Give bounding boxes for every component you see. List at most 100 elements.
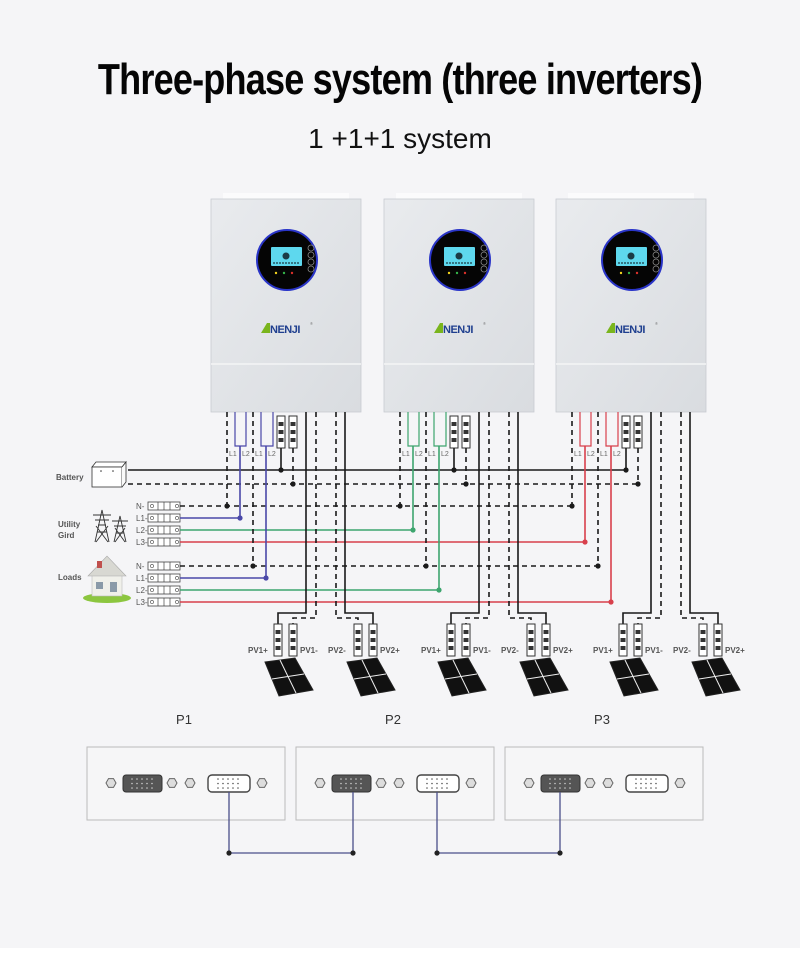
fuse-segment <box>370 630 376 634</box>
output-label-L2: L2 <box>415 451 423 458</box>
pin <box>151 778 153 780</box>
output-loop <box>433 412 447 447</box>
pin <box>441 778 443 780</box>
terminal-screw <box>150 600 154 604</box>
pin <box>222 787 224 789</box>
page-subtitle: 1 +1+1 system <box>308 123 492 154</box>
control-button <box>480 265 488 273</box>
pin <box>554 787 556 789</box>
pin <box>446 782 448 785</box>
pv-cable-PV2- <box>508 412 532 624</box>
pv-label: PV1- <box>300 646 318 655</box>
pv-label: PV2+ <box>553 646 573 655</box>
junction-dot <box>434 850 440 856</box>
pv-cable-PV1+ <box>277 412 307 624</box>
pin <box>446 778 448 780</box>
pin <box>360 778 362 780</box>
lcd-icon <box>627 252 635 260</box>
fuse-segment <box>635 422 641 426</box>
fuse-segment <box>451 438 457 442</box>
pin <box>222 778 224 780</box>
loads-terminal-label-L1: L1- <box>136 574 148 583</box>
status-led <box>455 271 459 275</box>
pin <box>426 787 428 789</box>
fuse-segment <box>700 646 706 650</box>
loads-terminal-label-N: N- <box>136 562 145 571</box>
junction-dot <box>250 563 256 569</box>
pv-cable-PV1+ <box>450 412 480 624</box>
pin <box>640 778 642 780</box>
pin <box>564 782 566 785</box>
junction-dot <box>608 599 614 605</box>
pin <box>151 782 153 785</box>
pin <box>564 787 566 789</box>
pin <box>146 782 148 785</box>
output-label-L1: L1 <box>428 451 436 458</box>
pin <box>640 787 642 789</box>
junction-dot <box>226 850 232 856</box>
fuse-segment <box>700 638 706 642</box>
fuse-segment <box>448 630 454 634</box>
pin <box>436 782 438 785</box>
fuse-segment <box>290 430 296 434</box>
pin <box>136 787 138 789</box>
fuse-segment <box>543 646 549 650</box>
brand-logo-text: NENJI <box>615 324 645 336</box>
pin <box>569 787 571 789</box>
pin <box>350 787 352 789</box>
hex-nut <box>256 778 268 788</box>
fuse-segment <box>448 646 454 650</box>
pin <box>131 778 133 780</box>
solar-panel-icon <box>346 657 396 697</box>
fuse-segment <box>463 430 469 434</box>
output-label-L1: L1 <box>402 451 410 458</box>
terminal-screw <box>150 576 154 580</box>
pin <box>426 782 428 785</box>
terminal-screw <box>175 600 179 604</box>
pin <box>340 782 342 785</box>
pv-cable-PV2- <box>335 412 359 624</box>
pin <box>564 778 566 780</box>
trademark: ® <box>655 321 658 326</box>
house-icon <box>83 555 131 603</box>
output-loop <box>579 412 592 447</box>
fuse-segment <box>463 438 469 442</box>
brand-logo-mark <box>261 323 270 333</box>
control-button <box>307 258 315 266</box>
pin <box>232 778 234 780</box>
page-title: Three-phase system (three inverters) <box>97 55 703 104</box>
fuse-segment <box>463 638 469 642</box>
pv-label: PV2+ <box>725 646 745 655</box>
terminal-screw <box>175 540 179 544</box>
lcd-icon <box>282 252 290 260</box>
pv-label: PV1+ <box>248 646 268 655</box>
hex-nut <box>393 778 405 788</box>
mounting-bracket <box>396 193 522 199</box>
fuse-segment <box>463 422 469 426</box>
pin <box>446 787 448 789</box>
pin <box>645 778 647 780</box>
fuse-segment <box>635 638 641 642</box>
terminal-screw <box>150 516 154 520</box>
output-loop <box>260 412 274 447</box>
status-led <box>447 271 451 275</box>
terminal-screw <box>150 540 154 544</box>
fuse-segment <box>543 638 549 642</box>
brand-logo-text: NENJI <box>270 324 300 336</box>
pv-cable-PV1+ <box>622 412 652 624</box>
terminal-screw <box>175 528 179 532</box>
fuse-segment <box>370 638 376 642</box>
fuse-segment <box>275 630 281 634</box>
hex-nut <box>523 778 535 788</box>
fuse-segment <box>275 638 281 642</box>
junction-dot <box>423 563 429 569</box>
pv-label: PV1- <box>645 646 663 655</box>
hex-nut <box>105 778 117 788</box>
pin <box>554 782 556 785</box>
fuse-segment <box>715 630 721 634</box>
pin <box>436 787 438 789</box>
pin <box>426 778 428 780</box>
pv-cable-PV2- <box>680 412 704 624</box>
terminal-screw <box>175 576 179 580</box>
